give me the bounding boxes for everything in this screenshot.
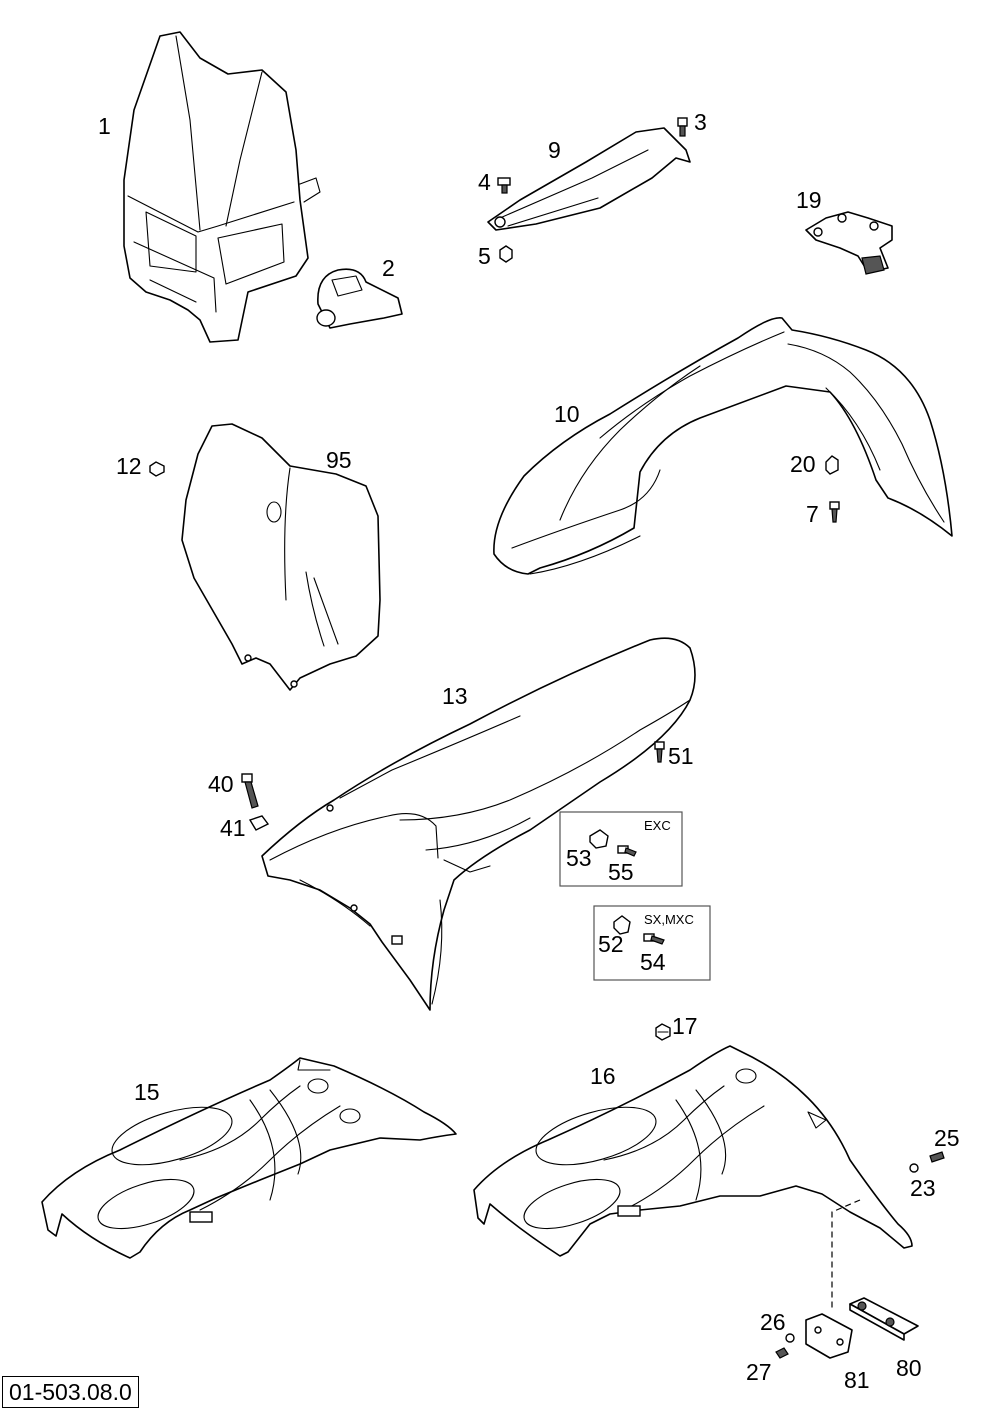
callout-15: 15 (134, 1079, 160, 1105)
variant-label-exc: EXC (644, 818, 671, 833)
bracket-9 (487, 127, 691, 231)
screw-12 (149, 461, 165, 477)
front-fender-10 (493, 317, 953, 575)
nut-5 (499, 245, 513, 263)
callout-5: 5 (478, 243, 491, 269)
bracket-19 (805, 211, 893, 275)
callout-10: 10 (554, 401, 580, 427)
screw-51 (654, 741, 665, 763)
number-plate-95 (181, 423, 381, 691)
callout-55: 55 (608, 859, 634, 885)
callout-9: 9 (548, 137, 561, 163)
variant-label-sx-mxc: SX,MXC (644, 912, 694, 927)
callout-1: 1 (98, 113, 111, 139)
callout-53: 53 (566, 845, 592, 871)
screw-40 (241, 773, 259, 809)
nut-20 (825, 455, 839, 475)
front-fender-16 (473, 1045, 913, 1257)
callout-41: 41 (220, 815, 246, 841)
variant-box-sx-mxc (593, 905, 711, 981)
callout-4: 4 (478, 169, 491, 195)
callout-3: 3 (694, 109, 707, 135)
screw-3 (677, 117, 688, 137)
callout-20: 20 (790, 451, 816, 477)
screw-7 (829, 501, 840, 523)
callout-17: 17 (672, 1013, 698, 1039)
callout-12: 12 (116, 453, 142, 479)
assembly-line (831, 1199, 861, 1310)
screw-4 (497, 177, 511, 194)
washer-23 (909, 1163, 919, 1173)
callout-2: 2 (382, 255, 395, 281)
callout-27: 27 (746, 1359, 772, 1385)
callout-23: 23 (910, 1175, 936, 1201)
nut-17 (655, 1023, 671, 1041)
headlight-clamp (316, 268, 403, 329)
rear-fender-13 (261, 637, 696, 1011)
washer-26 (785, 1333, 795, 1343)
callout-16: 16 (590, 1063, 616, 1089)
reflector-bracket-81 (805, 1313, 853, 1359)
callout-51: 51 (668, 743, 694, 769)
callout-40: 40 (208, 771, 234, 797)
screw-25 (929, 1151, 945, 1163)
callout-26: 26 (760, 1309, 786, 1335)
callout-95: 95 (326, 447, 352, 473)
callout-19: 19 (796, 187, 822, 213)
callout-25: 25 (934, 1125, 960, 1151)
reflector-80 (849, 1297, 919, 1341)
headlight-mask (123, 31, 321, 343)
callout-7: 7 (806, 501, 819, 527)
drawing-number: 01-503.08.0 (2, 1376, 139, 1408)
callout-80: 80 (896, 1355, 922, 1381)
callout-81: 81 (844, 1367, 870, 1393)
callout-13: 13 (442, 683, 468, 709)
front-fender-15 (41, 1057, 457, 1259)
callout-52: 52 (598, 931, 624, 957)
washer-41 (248, 815, 270, 831)
variant-box-exc (559, 811, 683, 887)
callout-54: 54 (640, 949, 666, 975)
screw-27 (775, 1347, 789, 1359)
